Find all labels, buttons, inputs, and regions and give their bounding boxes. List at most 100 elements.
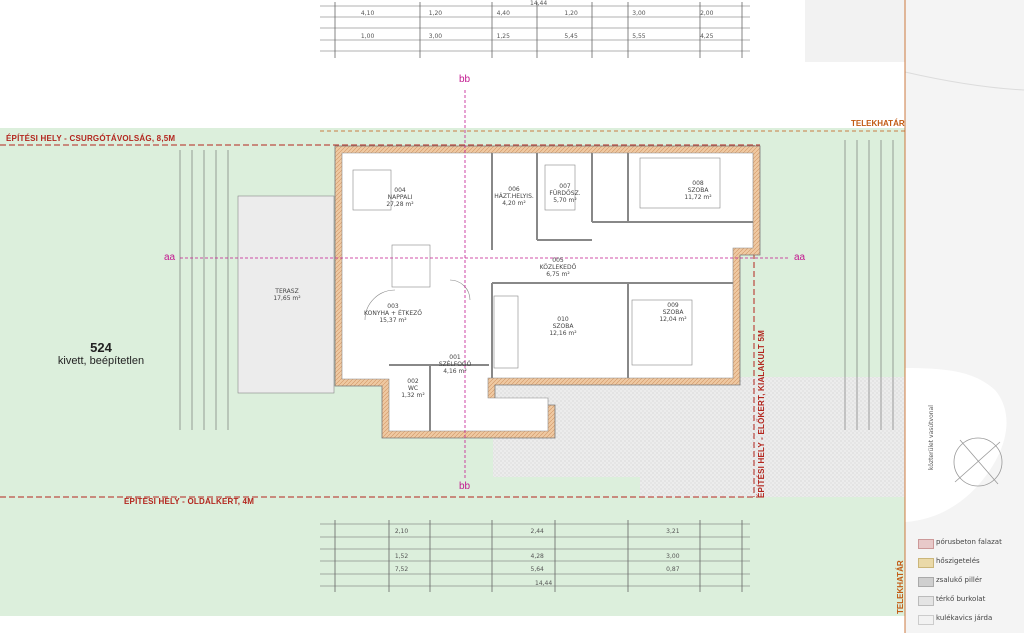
street-area: [905, 0, 1024, 633]
legend-item: kulékavics járda: [912, 612, 1024, 631]
room-code: 009: [667, 302, 679, 309]
dimension-label: 5,64: [530, 566, 544, 573]
dimension-label: 1,52: [394, 553, 409, 560]
legend-swatch: [918, 577, 934, 587]
room-corridor: 005 KÖZLEKEDŐ 6,75 m²: [533, 257, 583, 278]
room-name: KÖZLEKEDŐ: [539, 264, 577, 271]
room-name: WC: [407, 385, 419, 392]
room-vestibule: 001 SZÉLFOGÓ 4,16 m²: [430, 354, 480, 375]
section-bb-top: bb: [459, 74, 471, 85]
room-code: 001: [449, 354, 461, 361]
room-name: FÜRDŐSZ.: [549, 190, 581, 197]
dimension-label: 5,55: [632, 33, 646, 40]
legend-item: zsalukő pillér: [912, 574, 1024, 593]
legend-swatch: [918, 615, 934, 625]
room-code: 002: [407, 378, 419, 385]
road-edge: [805, 0, 905, 62]
room-utility: 006 HÁZT.HELYIS. 4,20 m²: [493, 186, 535, 207]
room-area: 1,32 m²: [401, 392, 425, 399]
dimension-label: 3,00: [666, 553, 680, 560]
room-name: HÁZT.HELYIS.: [494, 193, 534, 200]
room-code: 004: [394, 187, 406, 194]
dimension-label: 2,44: [530, 528, 544, 535]
room-area: 4,20 m²: [502, 200, 526, 207]
dimension-label: 0,87: [666, 566, 680, 573]
room-name: KONYHA + ÉTKEZŐ: [364, 310, 422, 317]
room-bedroom-008: 008 SZOBA 11,72 m²: [668, 180, 728, 201]
room-bedroom-009: 009 SZOBA 12,04 m²: [648, 302, 698, 323]
dimension-label: 1,20: [428, 10, 443, 17]
legend-label: zsalukő pillér: [936, 576, 983, 584]
legend-label: pórusbeton falazat: [936, 538, 1002, 546]
room-name: SZOBA: [662, 309, 684, 316]
legend-item: hőszigetelés: [912, 555, 1024, 574]
dimension-label: 3,00: [428, 33, 443, 40]
legend-swatch: [918, 558, 934, 568]
legend-label: térkő burkolat: [936, 595, 986, 603]
dimension-label: 4,40: [496, 10, 510, 17]
plot-info: 524 kivett, beépítetlen: [36, 340, 166, 367]
dimension-label: 1,00: [360, 33, 375, 40]
paving-area: [640, 377, 905, 497]
section-aa-left: aa: [164, 252, 176, 263]
legend-swatch: [918, 539, 934, 549]
dimension-label: 4,10: [360, 10, 375, 17]
room-area: 12,04 m²: [659, 316, 687, 323]
room-area: 5,70 m²: [553, 197, 577, 204]
legend-swatch: [918, 596, 934, 606]
plot-number: 524: [90, 340, 112, 355]
street-label: közterület vasútvonal: [928, 405, 935, 470]
dimension-label: 1,20: [564, 10, 578, 17]
dimension-label: 3,21: [666, 528, 680, 535]
legend-item: pórusbeton falazat: [912, 536, 1024, 555]
room-area: 27,28 m²: [386, 201, 414, 208]
room-bedroom-010: 010 SZOBA 12,16 m²: [533, 316, 593, 337]
dimension-label: 3,00: [632, 10, 646, 17]
section-bb-bottom: bb: [459, 481, 471, 492]
room-code: 007: [559, 183, 571, 190]
legend: pórusbeton falazat hőszigetelés zsalukő …: [912, 536, 1024, 631]
plot-boundary-label-top: TELEKHATÁR: [851, 119, 905, 128]
legend-label: kulékavics járda: [936, 614, 993, 622]
room-area: 4,16 m²: [443, 368, 467, 375]
room-area: 12,16 m²: [549, 330, 577, 337]
room-name: NAPPALI: [387, 194, 413, 201]
dimension-label: 5,45: [564, 33, 578, 40]
room-bathroom: 007 FÜRDŐSZ. 5,70 m²: [540, 183, 590, 204]
rear-building-zone-label: ÉPÍTÉSI HELY - CSURGÓTÁVOLSÁG, 8,5M: [6, 134, 176, 143]
legend-label: hőszigetelés: [936, 557, 980, 565]
room-living: 004 NAPPALI 27,28 m²: [370, 187, 430, 208]
dimension-label: 4,25: [700, 33, 714, 40]
room-wc: 002 WC 1,32 m²: [395, 378, 431, 399]
room-code: 005: [552, 257, 564, 264]
legend-item: térkő burkolat: [912, 593, 1024, 612]
room-area: 11,72 m²: [684, 194, 712, 201]
room-name: SZOBA: [552, 323, 574, 330]
room-code: 010: [557, 316, 569, 323]
room-code: 006: [508, 186, 520, 193]
room-area: 15,37 m²: [379, 317, 407, 324]
section-aa-right: aa: [794, 252, 806, 263]
dimension-label: 7,52: [394, 566, 409, 573]
plot-boundary-label-right: TELEKHATÁR: [896, 560, 905, 614]
room-name: SZÉLFOGÓ: [438, 361, 472, 368]
terrace: [237, 195, 335, 394]
dimension-label: 2,10: [394, 528, 409, 535]
room-area: 17,65 m²: [273, 295, 301, 302]
room-name: SZOBA: [687, 187, 709, 194]
overall-dimension-bottom: 14,44: [535, 580, 553, 587]
room-area: 6,75 m²: [546, 271, 570, 278]
room-kitchen-dining: 003 KONYHA + ÉTKEZŐ 15,37 m²: [358, 303, 428, 324]
north-arrow-circle: [953, 437, 1003, 487]
side-building-zone-label: ÉPÍTÉSI HELY - OLDALKERT, 4M: [124, 497, 255, 506]
room-name: TERASZ: [275, 288, 299, 295]
room-code: 008: [692, 180, 704, 187]
overall-dimension-top: 14,44: [530, 0, 548, 7]
dimension-label: 2,00: [700, 10, 714, 17]
plot-description: kivett, beépítetlen: [57, 355, 145, 367]
dimension-label: 4,28: [530, 553, 544, 560]
room-code: 003: [387, 303, 399, 310]
front-building-zone-label: ÉPÍTÉSI HELY - ELŐKERT, KIALAKULT 5M: [757, 330, 766, 498]
dimension-label: 1,25: [496, 33, 510, 40]
